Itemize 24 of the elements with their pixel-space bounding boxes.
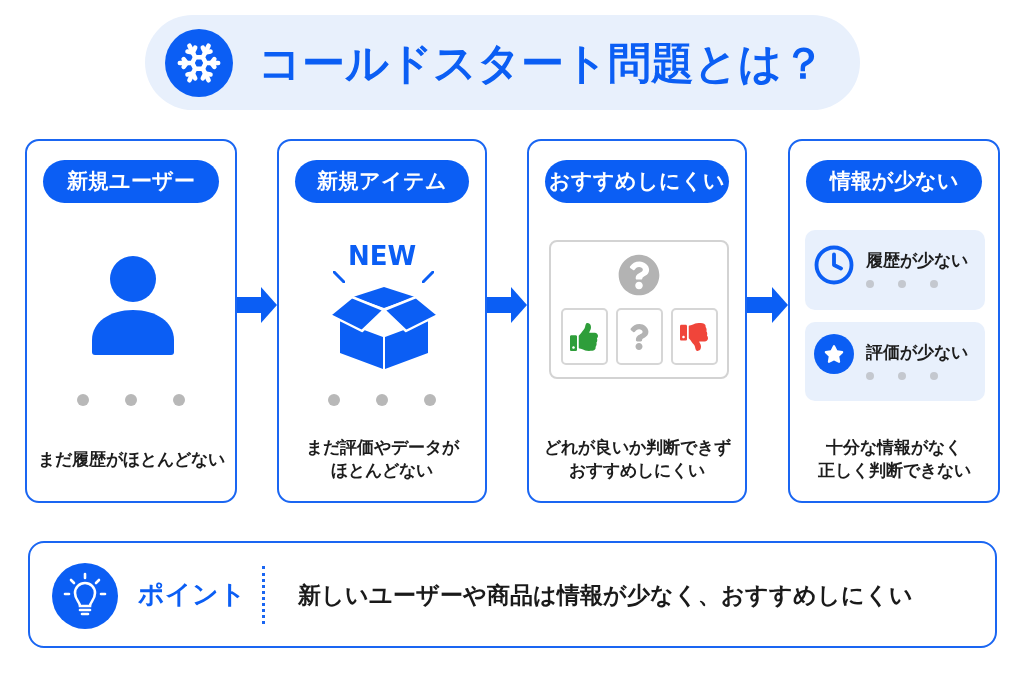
info-panel — [805, 322, 985, 401]
heading-pill: おすすめしにくい — [545, 160, 729, 203]
step-card — [277, 139, 487, 503]
point-label: ポイント — [138, 578, 246, 611]
info-text: 履歴が少ない — [866, 249, 968, 271]
step-card — [788, 139, 1000, 503]
heading-pill: 新規アイテム — [295, 160, 469, 203]
card-description: どれが良いか判断できずおすすめしにくい — [542, 436, 732, 482]
arrow — [237, 287, 277, 323]
info-text: 評価が少ない — [866, 341, 968, 363]
heading-pill: 情報が少ない — [806, 160, 982, 203]
point-message: 新しいユーザーや商品は情報が少なく、おすすめしにくい — [298, 581, 913, 610]
point-banner — [28, 541, 997, 648]
card-description: 十分な情報がなく正しく判断できない — [816, 436, 972, 482]
step-card — [25, 139, 237, 503]
title: コールドスタート問題とは？ — [258, 36, 825, 89]
info-panel — [805, 230, 985, 310]
step-card — [527, 139, 747, 503]
new-label: NEW — [347, 242, 417, 270]
card-description: まだ履歴がほとんどない — [37, 447, 225, 471]
arrow — [747, 287, 788, 323]
arrow — [487, 287, 527, 323]
card-description: まだ評価やデータがほとんどない — [304, 436, 461, 482]
heading-pill: 新規ユーザー — [43, 160, 219, 203]
